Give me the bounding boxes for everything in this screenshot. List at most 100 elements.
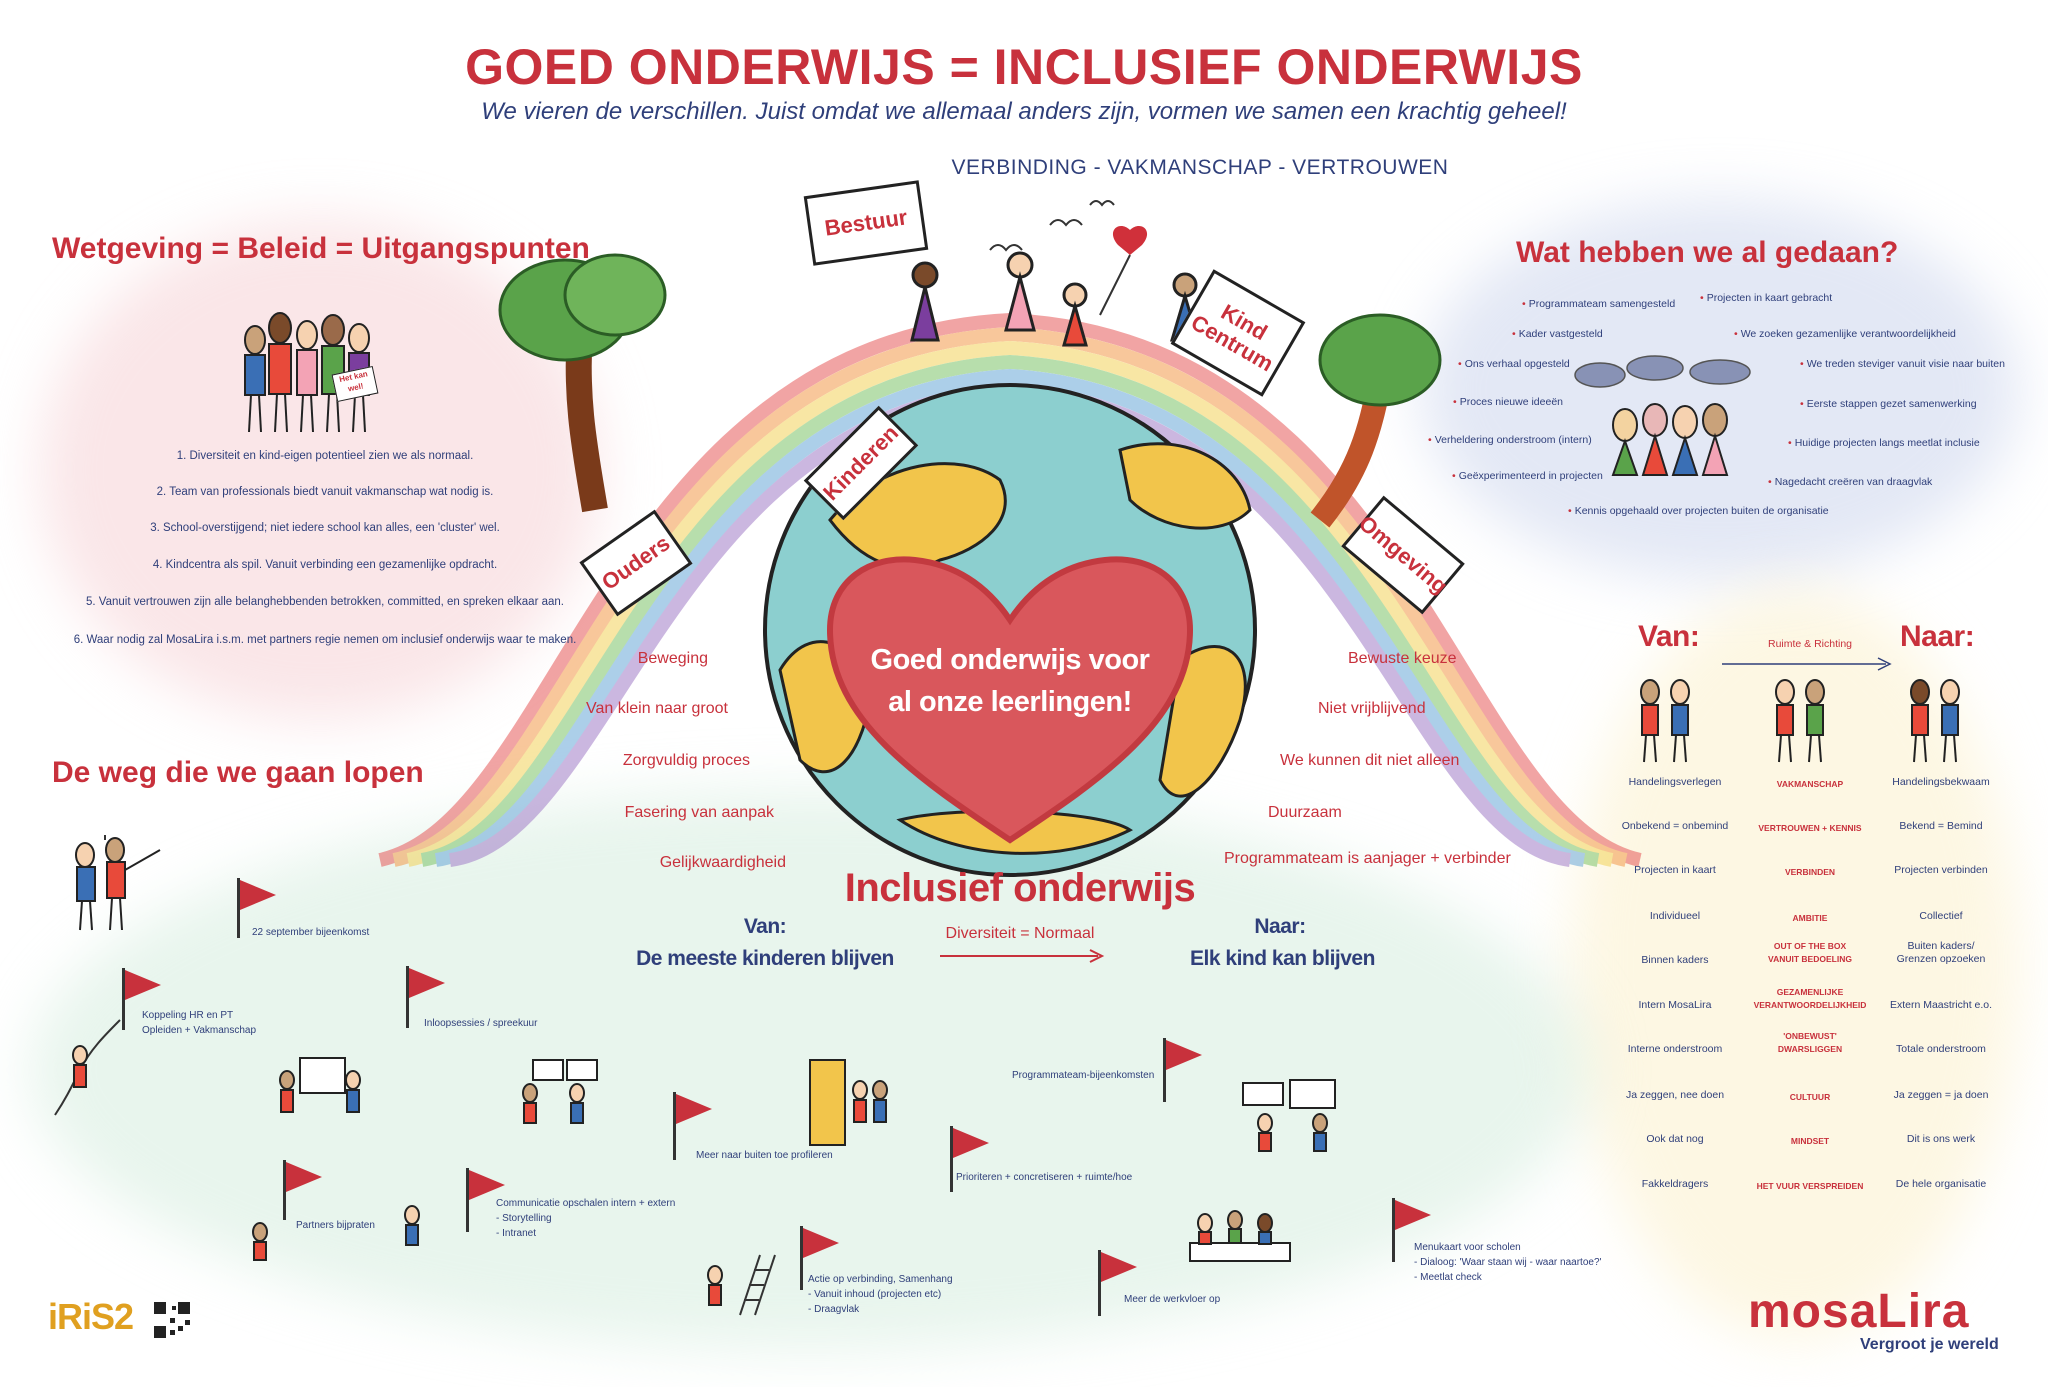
arrow-right-icon bbox=[1722, 657, 1892, 671]
done-item: Proces nieuwe ideeën bbox=[1453, 396, 1563, 408]
milestone-label: Meer naar buiten toe profileren bbox=[696, 1150, 833, 1161]
done-item: Ons verhaal opgesteld bbox=[1458, 358, 1570, 370]
milestone-label: Meer de werkvloer op bbox=[1124, 1294, 1221, 1305]
milestone-flag-pole bbox=[1163, 1038, 1166, 1102]
flag-icon bbox=[286, 1162, 322, 1192]
flag-icon bbox=[240, 880, 276, 910]
right-word-1: Bewuste keuze bbox=[1348, 650, 1457, 667]
left-panel-title: Wetgeving = Beleid = Uitgangspunten bbox=[52, 232, 590, 265]
van-item: Fakkeldragers bbox=[1641, 1178, 1709, 1190]
principle-6: 6. Waar nodig zal MosaLira i.s.m. met pa… bbox=[73, 634, 577, 646]
done-item: Verheldering onderstroom (intern) bbox=[1428, 434, 1592, 446]
heart-text-line-2: al onze leerlingen! bbox=[888, 686, 1132, 718]
naar-item: De hele organisatie bbox=[1895, 1178, 1987, 1190]
flag-icon bbox=[469, 1170, 505, 1200]
done-item: Eerste stappen gezet samenwerking bbox=[1800, 398, 1977, 410]
flag-icon bbox=[676, 1094, 712, 1124]
right-word-5: Programmateam is aanjager + verbinder bbox=[1224, 850, 1511, 867]
person-illustration bbox=[252, 1222, 268, 1261]
van-item: Ja zeggen, nee doen bbox=[1625, 1089, 1725, 1101]
milestone-flag-pole bbox=[800, 1226, 803, 1290]
road-title: De weg die we gaan lopen bbox=[52, 756, 424, 789]
mid-item: MINDSET bbox=[1790, 1136, 1830, 1146]
mosalira-tagline: Vergroot je wereld bbox=[1860, 1336, 1999, 1353]
inclusive-naar-label: Naar: bbox=[1254, 915, 1306, 938]
inclusive-van-text: De meeste kinderen blijven bbox=[636, 947, 894, 970]
birds-illustration bbox=[989, 200, 1115, 252]
milestone-flag-pole bbox=[122, 968, 125, 1030]
mid-item: VERTROUWEN + KENNIS bbox=[1758, 823, 1862, 833]
naar-item: Totale onderstroom bbox=[1896, 1043, 1986, 1055]
done-item: Programmateam samengesteld bbox=[1522, 298, 1675, 310]
done-item: Kennis opgehaald over projecten buiten d… bbox=[1568, 505, 1829, 517]
work-floor-illustration bbox=[1189, 1210, 1291, 1262]
van-item: Onbekend = onbemind bbox=[1621, 820, 1729, 832]
right-word-2: Niet vrijblijvend bbox=[1318, 700, 1426, 717]
left-word-2: Van klein naar groot bbox=[585, 700, 728, 717]
mid-item: CULTUUR bbox=[1789, 1092, 1831, 1102]
van-naar-people-illustration bbox=[1640, 679, 1960, 763]
page-title: GOED ONDERWIJS = INCLUSIEF ONDERWIJS bbox=[465, 39, 1583, 95]
principle-2: 2. Team van professionals biedt vanuit v… bbox=[156, 486, 494, 498]
ruimte-richting-label: Ruimte & Richting bbox=[1767, 638, 1853, 650]
milestone-label: Programmateam-bijeenkomsten bbox=[1012, 1070, 1155, 1081]
milestone-label: Communicatie opschalen intern + extern -… bbox=[496, 1198, 676, 1239]
done-item: Kader vastgesteld bbox=[1512, 328, 1603, 340]
inclusive-van-label: Van: bbox=[743, 915, 787, 938]
door-illustration bbox=[809, 1059, 888, 1146]
left-word-4: Fasering van aanpak bbox=[624, 804, 774, 821]
principle-1: 1. Diversiteit en kind-eigen potentieel … bbox=[176, 450, 474, 462]
principle-3: 3. School-overstijgend; niet iedere scho… bbox=[150, 522, 500, 534]
done-item: Huidige projecten langs meetlat inclusie bbox=[1788, 437, 1980, 449]
principle-5: 5. Vanuit vertrouwen zijn alle belangheb… bbox=[86, 596, 564, 608]
milestone-label: Partners bijpraten bbox=[296, 1220, 375, 1231]
naar-item: Buiten kaders/ Grenzen opzoeken bbox=[1896, 940, 1986, 965]
person-illustration bbox=[404, 1205, 420, 1246]
milestone-flag-pole bbox=[1098, 1250, 1101, 1316]
climber-illustration bbox=[54, 1019, 121, 1116]
milestone-label: 22 september bijeenkomst bbox=[252, 927, 370, 938]
clouds-people-illustration bbox=[1574, 355, 1751, 476]
van-item: Projecten in kaart bbox=[1634, 864, 1716, 876]
milestone-label: Menukaart voor scholen - Dialoog: 'Waar … bbox=[1414, 1242, 1602, 1283]
inclusive-middle: Diversiteit = Normaal bbox=[945, 925, 1095, 942]
milestone-label: Koppeling HR en PT Opleiden + Vakmanscha… bbox=[142, 1010, 257, 1036]
naar-item: Dit is ons werk bbox=[1906, 1133, 1976, 1145]
naar-item: Projecten verbinden bbox=[1894, 864, 1988, 876]
done-panel-title: Wat hebben we al gedaan? bbox=[1516, 236, 1899, 269]
mid-item: GEZAMENLIJKE VERANTWOORDELIJKHEID bbox=[1753, 987, 1867, 1010]
naar-item: Extern Maastricht e.o. bbox=[1889, 999, 1993, 1011]
milestone-flag-pole bbox=[673, 1092, 676, 1160]
van-item: Individueel bbox=[1649, 910, 1701, 922]
done-item: Geëxperimenteerd in projecten bbox=[1452, 470, 1603, 482]
milestone-flag-pole bbox=[237, 878, 240, 938]
milestone-flag-pole bbox=[283, 1160, 286, 1220]
flag-icon bbox=[125, 970, 161, 1000]
flag-icon bbox=[953, 1128, 989, 1158]
done-item: Nagedacht creëren van draagvlak bbox=[1768, 476, 1933, 488]
iris-logo: iRiS2 bbox=[48, 1296, 134, 1337]
presentation-illustration bbox=[279, 1057, 361, 1113]
naar-item: Ja zeggen = ja doen bbox=[1893, 1089, 1989, 1101]
inclusive-naar-text: Elk kind kan blijven bbox=[1190, 947, 1375, 970]
flag-icon bbox=[1395, 1200, 1431, 1230]
principle-4: 4. Kindcentra als spil. Vanuit verbindin… bbox=[152, 559, 498, 571]
naar-item: Collectief bbox=[1919, 910, 1963, 922]
mid-item: HET VUUR VERSPREIDEN bbox=[1756, 1181, 1864, 1191]
ladder-illustration bbox=[707, 1254, 776, 1316]
mosalira-logo: mosaLira bbox=[1748, 1285, 1970, 1338]
milestone-label: Actie op verbinding, Samenhang - Vanuit … bbox=[808, 1274, 953, 1315]
milestone-label: Inloopsessies / spreekuur bbox=[424, 1018, 538, 1029]
naar-item: Handelingsbekwaam bbox=[1892, 776, 1990, 788]
milestone-flag-pole bbox=[466, 1168, 469, 1232]
team-meeting-illustration bbox=[1242, 1079, 1336, 1152]
milestone-flag-pole bbox=[950, 1126, 953, 1192]
naar-label: Naar: bbox=[1900, 620, 1975, 653]
van-item: Ook dat nog bbox=[1646, 1133, 1704, 1145]
core-values: VERBINDING - VAKMANSCHAP - VERTROUWEN bbox=[951, 156, 1449, 179]
van-item: Intern MosaLira bbox=[1638, 999, 1712, 1011]
naar-item: Bekend = Bemind bbox=[1899, 820, 1983, 832]
inclusive-title: Inclusief onderwijs bbox=[844, 866, 1196, 910]
flag-icon bbox=[1101, 1252, 1137, 1282]
mid-item: VAKMANSCHAP bbox=[1776, 779, 1844, 789]
